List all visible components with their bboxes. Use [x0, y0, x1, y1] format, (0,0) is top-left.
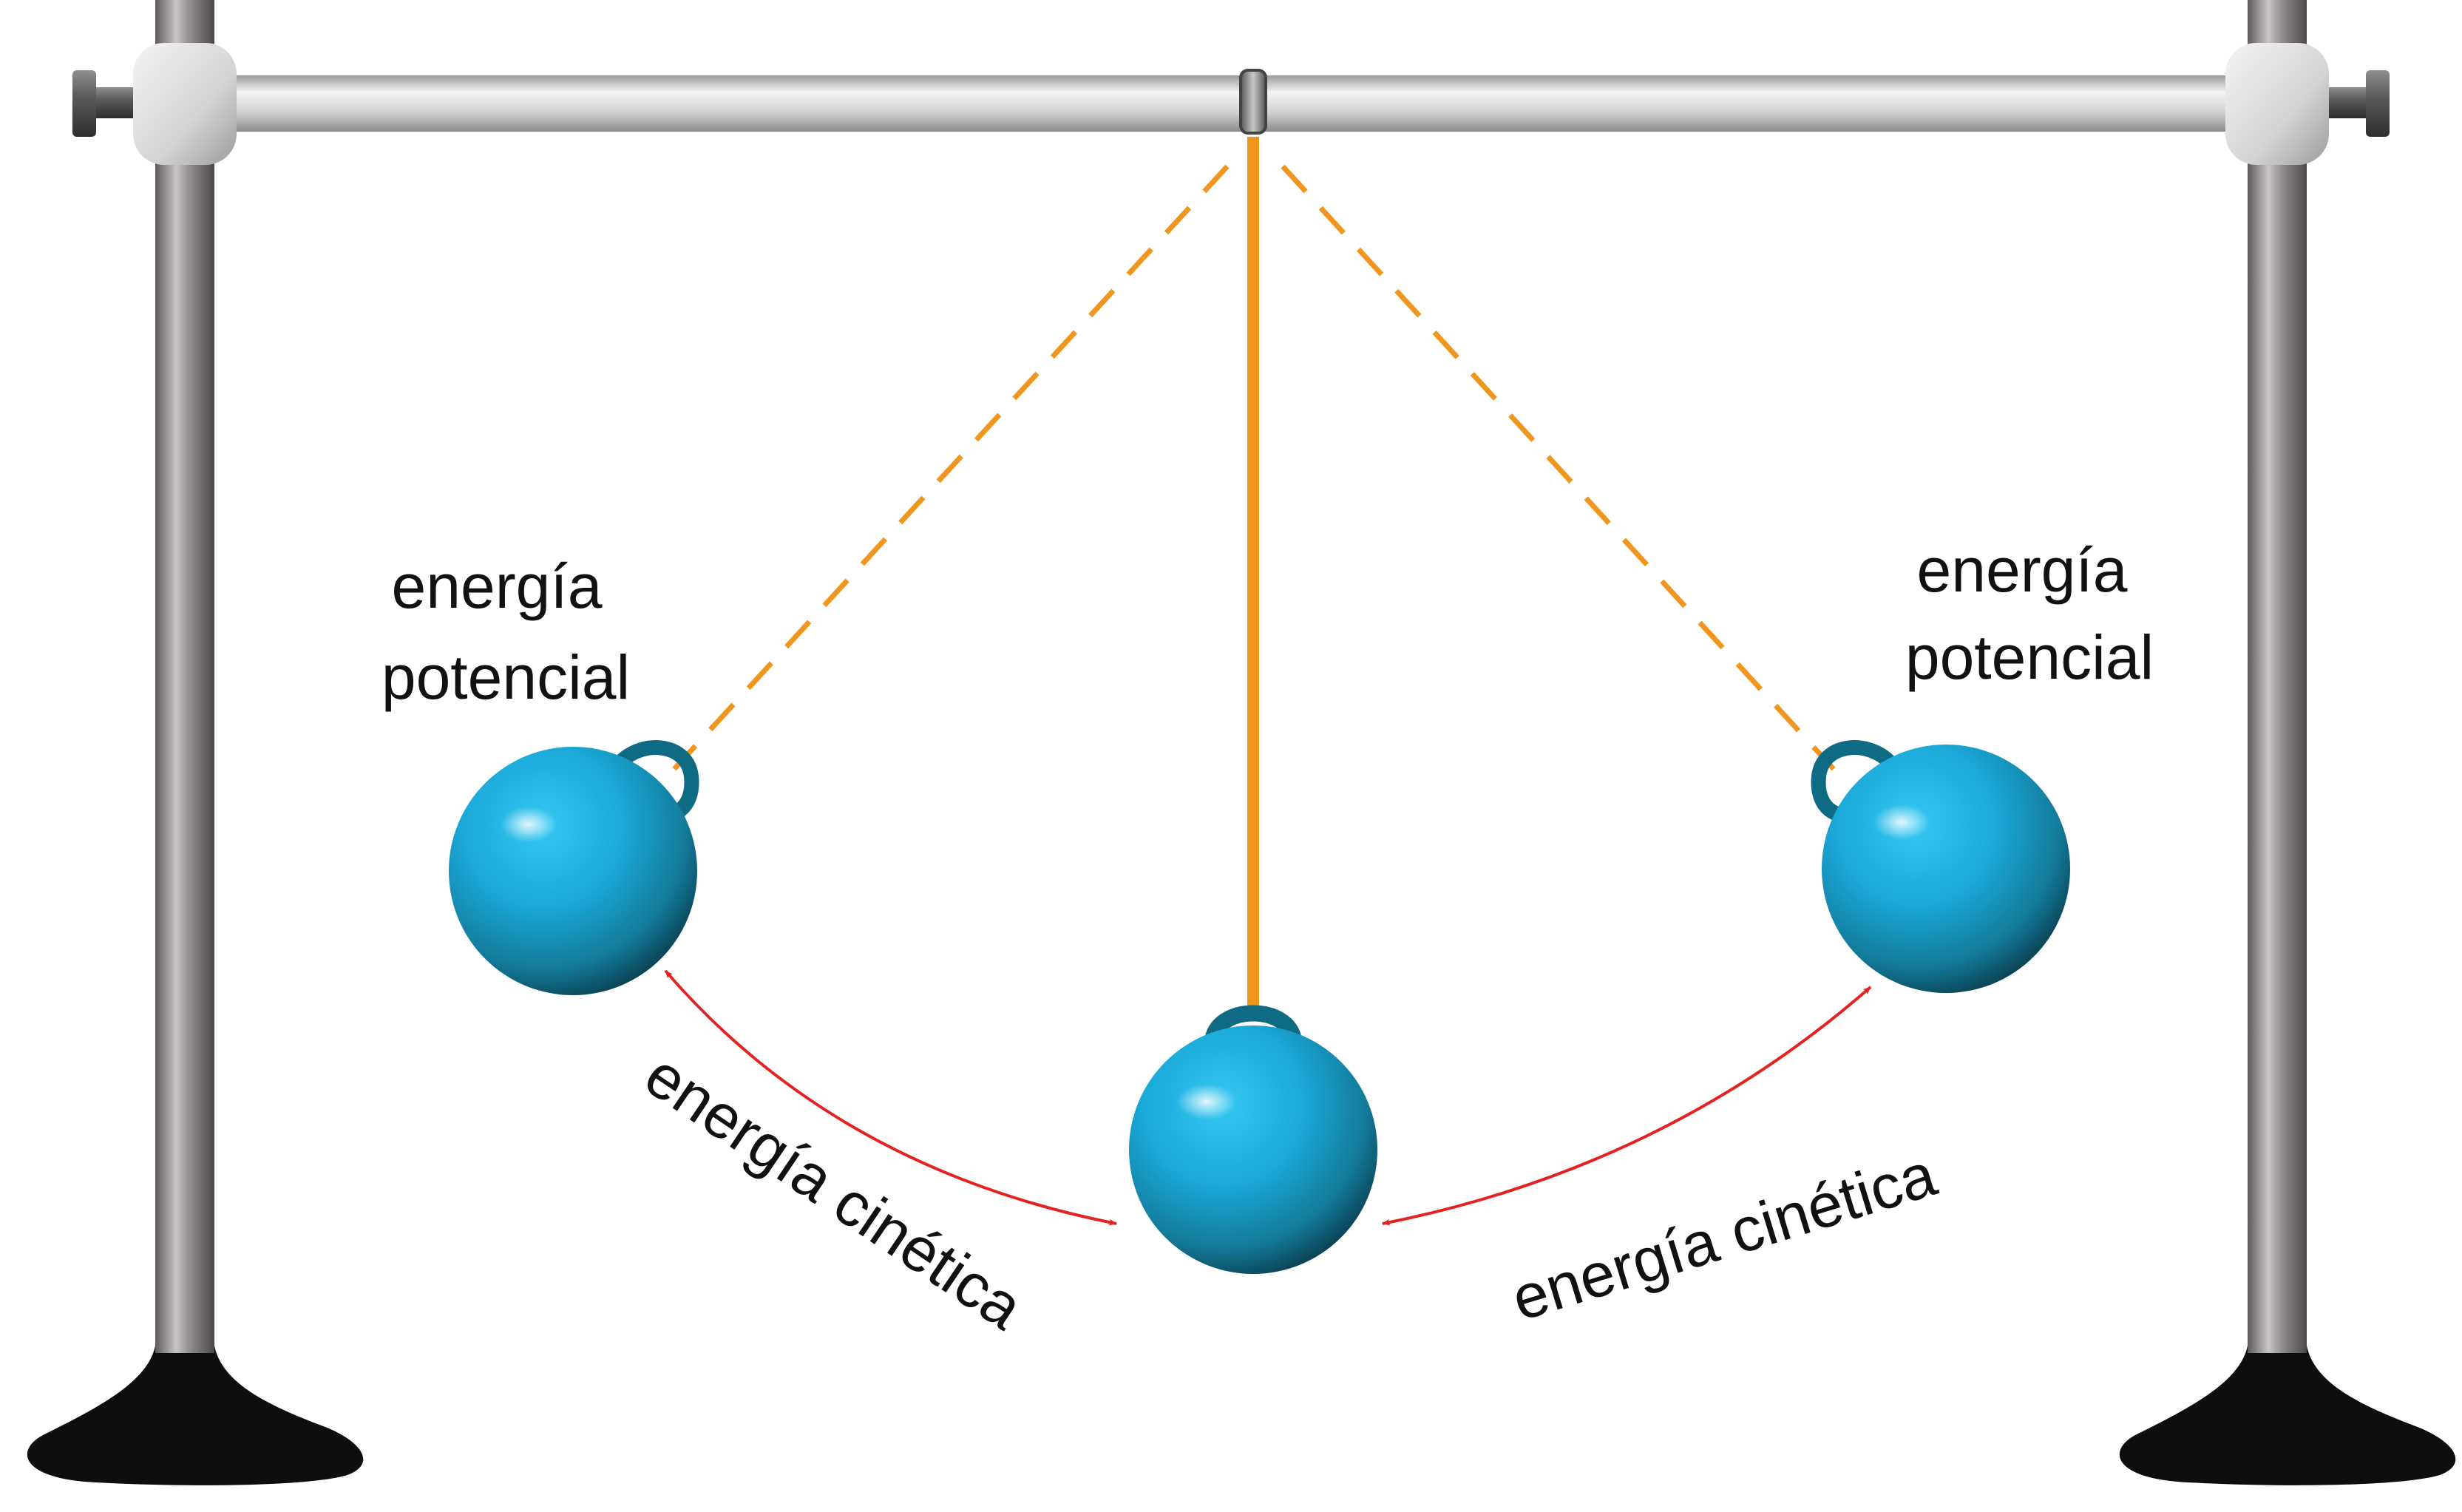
bob-right-loop [1811, 740, 1896, 821]
pendulum-bob-right [1811, 740, 2070, 993]
left-clamp [133, 43, 237, 165]
kinetic-arrow-left [664, 969, 1118, 1226]
left-clamp-knob-cap [72, 70, 96, 137]
label-potential-left-line1: energía [392, 552, 603, 621]
bob-center-loop [1204, 1005, 1302, 1049]
right-stand-base [2119, 1346, 2456, 1485]
pivot-hook [1239, 69, 1267, 135]
right-clamp-knob-cap [2366, 70, 2390, 137]
left-pole [155, 0, 214, 1353]
right-clamp-knob [2325, 87, 2370, 118]
bob-left-loop [614, 740, 699, 821]
label-potential-right-line1: energía [1917, 535, 2128, 605]
label-potential-left-line2: potencial [381, 643, 630, 712]
string-right-dashed [1281, 164, 1836, 771]
right-clamp [2225, 43, 2329, 165]
string-left-dashed [672, 164, 1230, 771]
kinetic-arrow-right [1381, 986, 1872, 1226]
left-stand-base [27, 1346, 364, 1485]
right-pole [2248, 0, 2307, 1353]
pendulum-bob-center [1129, 1005, 1377, 1274]
top-bar [214, 75, 2248, 132]
left-clamp-knob [92, 87, 137, 118]
pendulum-bob-left [449, 740, 699, 995]
label-potential-right-line2: potencial [1905, 623, 2154, 692]
label-kinetic-left: energía cinética [633, 1040, 1035, 1343]
